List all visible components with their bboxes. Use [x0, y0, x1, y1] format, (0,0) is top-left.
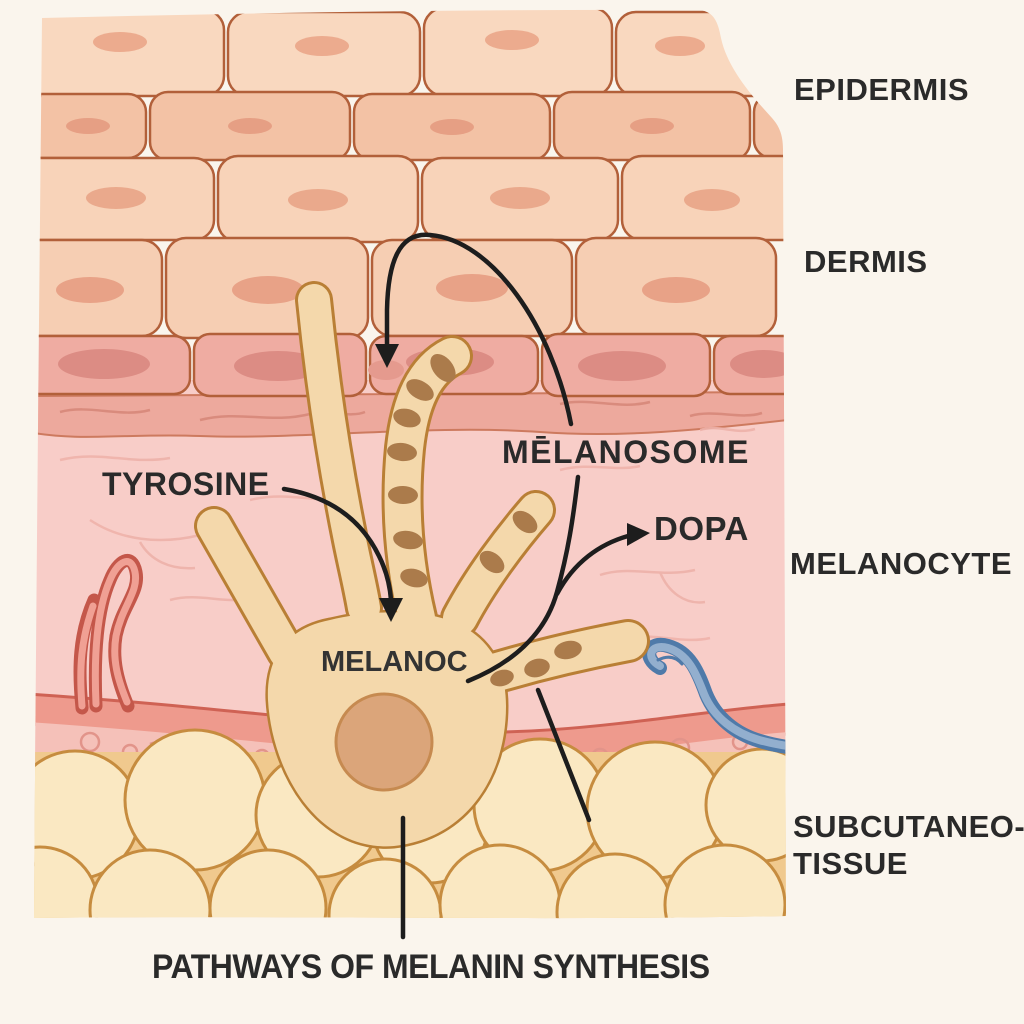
melanosome-granules	[387, 353, 582, 687]
label-subcutaneous-line1: SUBCUTANEO-	[793, 809, 1024, 844]
arrow-dopa	[554, 533, 631, 597]
label-tyrosine: TYROSINE	[102, 466, 270, 502]
arrowhead-right-dopa	[627, 523, 650, 546]
label-melanocyte-cell: MELANOC	[321, 646, 468, 678]
label-subcutaneous-line2: TISSUE	[793, 846, 908, 881]
page-title: PATHWAYS OF MELANIN SYNTHESIS	[152, 948, 710, 986]
pointer-melanosome-granule	[535, 687, 592, 823]
arrowhead-down-epidermis	[375, 344, 399, 368]
label-epidermis: EPIDERMIS	[794, 72, 970, 107]
arrowhead-down-tyrosine	[379, 598, 403, 622]
melanocyte-nucleus	[334, 692, 434, 792]
blue-vessel	[642, 637, 786, 754]
melanocyte-cell	[194, 281, 650, 849]
epidermis-cells	[34, 9, 786, 340]
label-melanosome: MĒLANOSOME	[502, 434, 750, 470]
arrow-melanosome-to-epidermis	[384, 232, 574, 427]
arrowheads	[375, 344, 650, 622]
basal-target-nucleus	[368, 360, 404, 380]
label-subcutaneous-tissue: SUBCUTANEO- TISSUE	[793, 808, 1024, 882]
label-melanocyte: MELANOCYTE	[790, 546, 1012, 581]
arrow-tyrosine	[281, 486, 394, 603]
basal-cell-row	[34, 332, 786, 398]
annotation-lines	[281, 232, 631, 940]
label-dopa: DOPA	[654, 510, 749, 547]
label-dermis: DERMIS	[804, 244, 928, 279]
capillary-loop	[73, 554, 144, 715]
